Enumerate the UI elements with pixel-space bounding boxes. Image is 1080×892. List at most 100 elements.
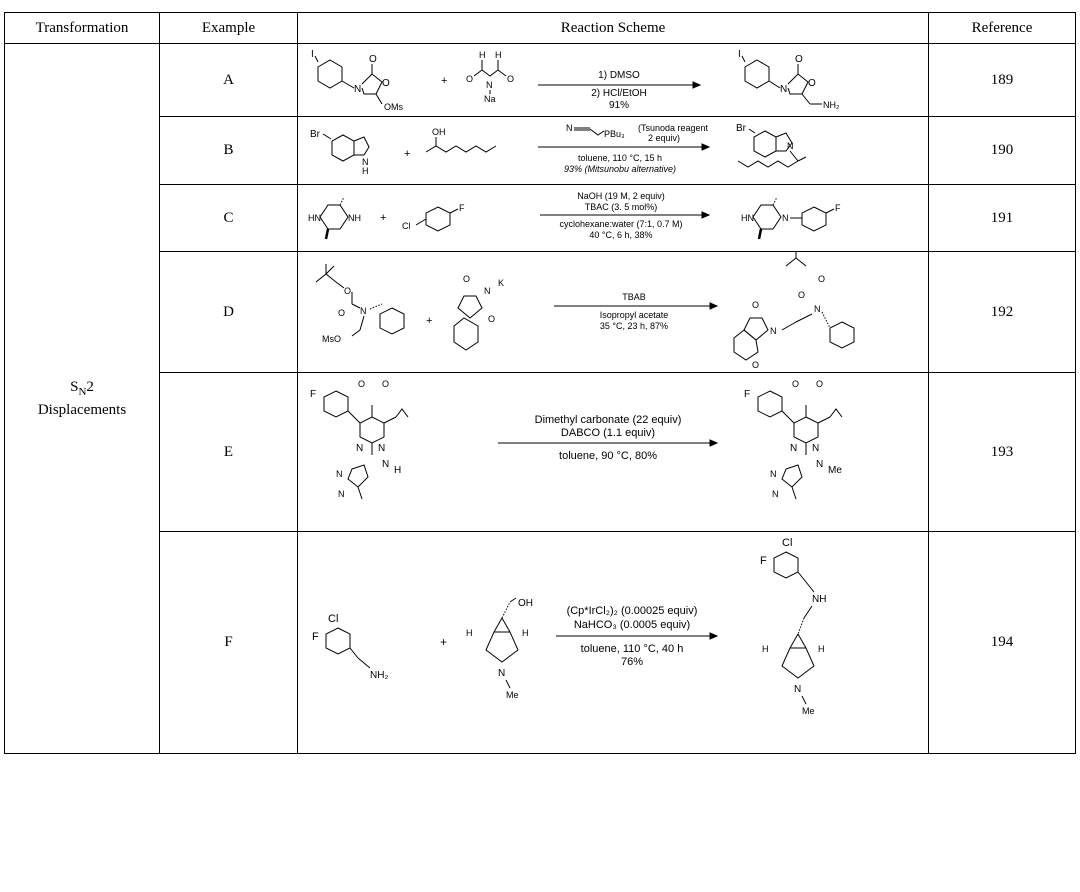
scheme-cell: I N O O OMs + O O H — [297, 43, 929, 117]
scheme-cell: Br N H + OH N PBu₃ ( — [297, 116, 929, 185]
svg-text:Dimethyl carbonate (22 equiv): Dimethyl carbonate (22 equiv) — [535, 414, 682, 426]
svg-text:cyclohexane:water (7:1, 0.7 M): cyclohexane:water (7:1, 0.7 M) — [559, 219, 682, 229]
svg-text:Br: Br — [736, 123, 747, 134]
svg-text:O: O — [344, 286, 351, 296]
svg-text:N: N — [816, 459, 823, 470]
svg-text:NaOH (19 M, 2 equiv): NaOH (19 M, 2 equiv) — [577, 191, 665, 201]
svg-text:O: O — [488, 314, 495, 324]
svg-text:toluene, 110 °C, 40 h: toluene, 110 °C, 40 h — [581, 643, 684, 655]
svg-text:DABCO (1.1 equiv): DABCO (1.1 equiv) — [561, 427, 655, 439]
svg-text:(Tsunoda reagent: (Tsunoda reagent — [638, 123, 709, 133]
example-label: F — [159, 531, 298, 754]
svg-text:35 °C, 23 h, 87%: 35 °C, 23 h, 87% — [600, 321, 668, 331]
reaction-scheme-d: O O N MsO + O N K O — [315, 252, 855, 370]
example-label: A — [159, 43, 298, 117]
svg-text:H: H — [495, 50, 502, 60]
svg-text:O: O — [382, 78, 390, 89]
svg-text:40 °C, 6 h, 38%: 40 °C, 6 h, 38% — [589, 230, 652, 240]
svg-text:+: + — [426, 315, 432, 327]
svg-text:F: F — [459, 203, 465, 213]
svg-text:HN: HN — [741, 213, 754, 223]
svg-text:O: O — [752, 300, 759, 310]
svg-text:O: O — [818, 274, 825, 284]
svg-text:N: N — [484, 286, 491, 296]
header-reference: Reference — [928, 12, 1076, 44]
svg-text:O: O — [463, 274, 470, 284]
reaction-scheme-e: F N N O O N H N N — [310, 379, 843, 500]
svg-text:toluene, 90 °C, 80%: toluene, 90 °C, 80% — [559, 450, 657, 462]
svg-text:1) DMSO: 1) DMSO — [598, 70, 640, 81]
header-transformation: Transformation — [4, 12, 160, 44]
svg-text:+: + — [441, 75, 447, 87]
reaction-table: Transformation Example Reaction Scheme R… — [4, 12, 1076, 754]
reaction-scheme-f: Cl F NH₂ + OH H H N Me — [312, 537, 826, 716]
svg-text:TBAC (3. 5 mol%): TBAC (3. 5 mol%) — [585, 202, 658, 212]
scheme-cell: F N N O O N H N N — [297, 372, 929, 532]
header-example: Example — [159, 12, 298, 44]
svg-text:O: O — [752, 360, 759, 370]
svg-text:F: F — [835, 203, 841, 213]
svg-text:Me: Me — [506, 690, 519, 700]
svg-text:F: F — [312, 631, 319, 643]
svg-text:N: N — [770, 326, 777, 336]
svg-text:+: + — [440, 635, 447, 649]
example-label: E — [159, 372, 298, 532]
svg-text:76%: 76% — [621, 656, 643, 668]
table-row: B Br N H + OH N — [5, 116, 1076, 185]
svg-text:N: N — [378, 443, 385, 454]
svg-text:N: N — [362, 157, 369, 167]
scheme-cell: HN NH + Cl F NaOH (19 M, 2 equiv) TBAC (… — [297, 184, 929, 252]
svg-text:O: O — [382, 379, 389, 389]
svg-text:H: H — [479, 50, 486, 60]
reference-value: 192 — [928, 251, 1076, 373]
header-row: Transformation Example Reaction Scheme R… — [4, 12, 1076, 44]
svg-text:N: N — [787, 141, 794, 151]
transformation-cell: SN2 Displacements — [4, 43, 160, 754]
svg-text:2 equiv): 2 equiv) — [648, 133, 680, 143]
svg-text:OH: OH — [432, 127, 446, 137]
svg-text:NH: NH — [348, 213, 361, 223]
svg-text:N: N — [794, 684, 801, 695]
transformation-label: SN2 Displacements — [37, 379, 127, 418]
svg-text:O: O — [369, 54, 377, 65]
svg-text:N: N — [360, 306, 367, 316]
svg-text:N: N — [782, 213, 789, 223]
svg-text:91%: 91% — [609, 100, 629, 111]
svg-text:O: O — [466, 74, 473, 84]
svg-text:H: H — [394, 465, 401, 476]
scheme-cell: O O N MsO + O N K O — [297, 251, 929, 373]
svg-text:toluene, 110 °C, 15 h: toluene, 110 °C, 15 h — [578, 153, 662, 163]
svg-text:Na: Na — [484, 94, 496, 104]
reference-value: 194 — [928, 531, 1076, 754]
table-row: D O O N MsO + — [5, 251, 1076, 373]
example-label: D — [159, 251, 298, 373]
svg-text:OMs: OMs — [384, 102, 403, 112]
svg-text:NH₂: NH₂ — [370, 670, 388, 681]
reference-value: 190 — [928, 116, 1076, 185]
svg-text:Cl: Cl — [402, 221, 411, 231]
reference-value: 189 — [928, 43, 1076, 117]
scheme-cell: Cl F NH₂ + OH H H N Me — [297, 531, 929, 754]
table-row: SN2 Displacements A I N O O — [4, 43, 1076, 754]
svg-text:2) HCl/EtOH: 2) HCl/EtOH — [591, 88, 647, 99]
reaction-scheme-c: HN NH + Cl F NaOH (19 M, 2 equiv) TBAC (… — [308, 191, 841, 240]
svg-text:N: N — [812, 443, 819, 454]
svg-text:H: H — [466, 628, 473, 638]
table-row: C HN NH + Cl F NaOH (19 M — [5, 184, 1076, 252]
svg-text:N: N — [770, 469, 777, 479]
svg-text:O: O — [795, 54, 803, 65]
svg-text:O: O — [798, 290, 805, 300]
svg-text:N: N — [338, 489, 345, 499]
svg-text:H: H — [818, 644, 825, 654]
svg-text:MsO: MsO — [322, 334, 341, 344]
svg-text:F: F — [744, 389, 750, 400]
svg-text:I: I — [311, 49, 314, 60]
svg-text:N: N — [790, 443, 797, 454]
svg-text:NH: NH — [812, 594, 826, 605]
svg-text:O: O — [338, 308, 345, 318]
svg-text:Isopropyl acetate: Isopropyl acetate — [600, 310, 669, 320]
svg-text:OH: OH — [518, 598, 533, 609]
svg-text:O: O — [808, 78, 816, 89]
svg-text:N: N — [780, 84, 787, 95]
svg-text:N: N — [382, 459, 389, 470]
